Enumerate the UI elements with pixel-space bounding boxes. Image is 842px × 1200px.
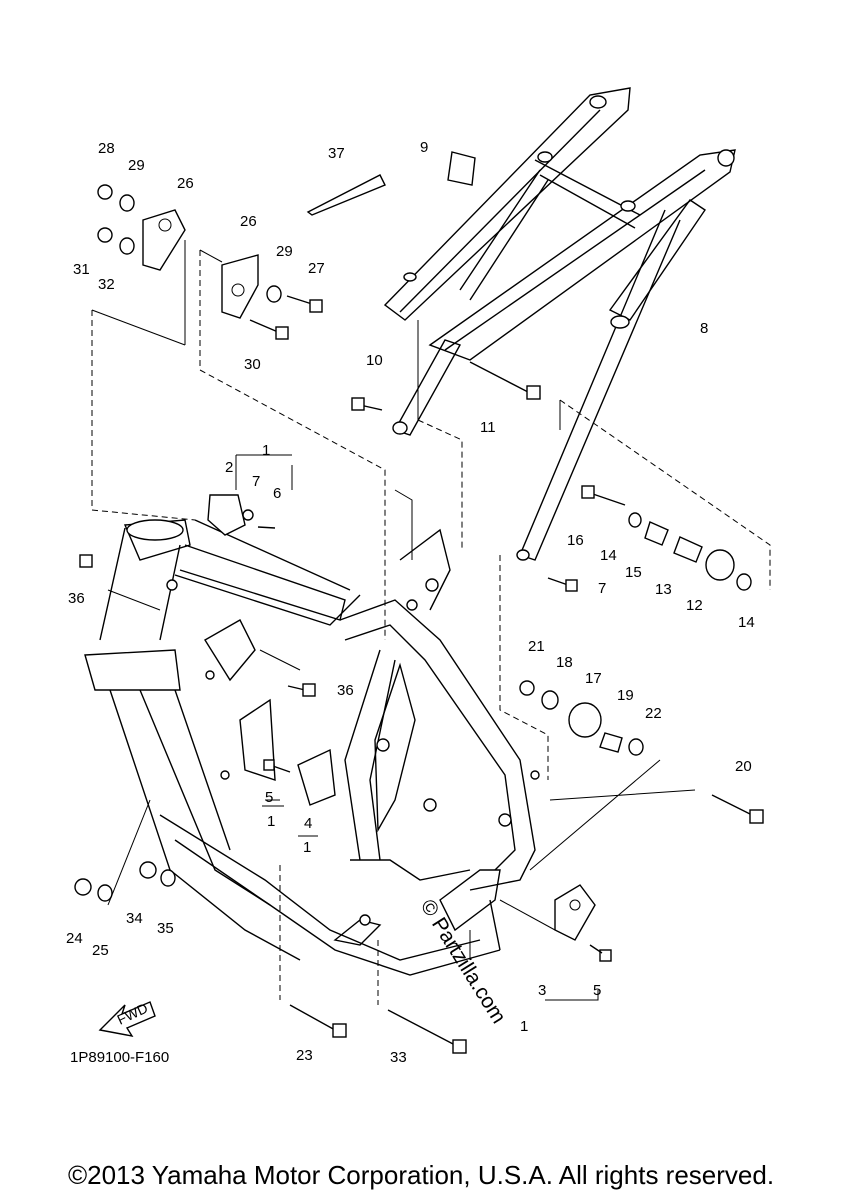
callout-21: 21 [528, 638, 545, 655]
callout-29b: 29 [276, 243, 293, 260]
sub-callout-5-sub: 1 [267, 813, 275, 830]
callout-36: 36 [68, 590, 85, 607]
callout-11: 11 [480, 419, 496, 436]
callout-29: 29 [128, 157, 145, 174]
callout-12: 12 [686, 597, 703, 614]
callout-26b: 26 [240, 213, 257, 230]
callout-15: 15 [625, 564, 642, 581]
callout-26: 26 [177, 175, 194, 192]
sub-callout-4-sub: 1 [303, 839, 311, 856]
callout-37: 37 [328, 145, 345, 162]
callout-34: 34 [126, 910, 143, 927]
callout-17: 17 [585, 670, 602, 687]
callout-27: 27 [308, 260, 325, 277]
callout-1: 1 [262, 442, 270, 459]
copyright-notice: ©2013 Yamaha Motor Corporation, U.S.A. A… [67, 1160, 775, 1190]
forward-arrow-icon: FWD [98, 1000, 156, 1037]
callout-5: 5 [593, 982, 601, 999]
callout-25: 25 [92, 942, 109, 959]
callout-6: 6 [273, 485, 281, 502]
callout-7b: 7 [598, 580, 606, 597]
callout-18: 18 [556, 654, 573, 671]
callout-1b: 1 [520, 1018, 528, 1035]
callout-19: 19 [617, 687, 634, 704]
callout-13: 13 [655, 581, 672, 598]
callout-32: 32 [98, 276, 115, 293]
callout-33: 33 [390, 1049, 407, 1066]
rear-subframe [383, 87, 736, 561]
callout-10: 10 [366, 352, 383, 369]
watermark: © Partzilla.com [416, 895, 510, 1027]
callout-23: 23 [296, 1047, 313, 1064]
callout-2: 2 [225, 459, 233, 476]
callout-16: 16 [567, 532, 584, 549]
callout-31: 31 [73, 261, 90, 278]
callout-labels: 1 2 3 4 5 6 7 8 9 10 11 12 13 14 14 15 1… [66, 139, 755, 1066]
callout-9: 9 [420, 139, 428, 156]
callout-4: 4 [304, 815, 312, 832]
hardware-parts [74, 151, 764, 1054]
main-frame [84, 519, 540, 976]
callout-35: 35 [157, 920, 174, 937]
callout-3: 3 [538, 982, 546, 999]
callout-14b: 14 [738, 614, 755, 631]
callout-7: 7 [252, 473, 260, 490]
callout-24: 24 [66, 930, 83, 947]
callout-14: 14 [600, 547, 617, 564]
diagram-code: 1P89100-F160 [70, 1049, 169, 1066]
callout-28: 28 [98, 140, 115, 157]
callout-30: 30 [244, 356, 261, 373]
sub-callout-5: 5 [265, 789, 273, 806]
callout-22: 22 [645, 705, 662, 722]
callout-8: 8 [700, 320, 708, 337]
callout-20: 20 [735, 758, 752, 775]
callout-36b: 36 [337, 682, 354, 699]
leader-lines [91, 240, 771, 1005]
